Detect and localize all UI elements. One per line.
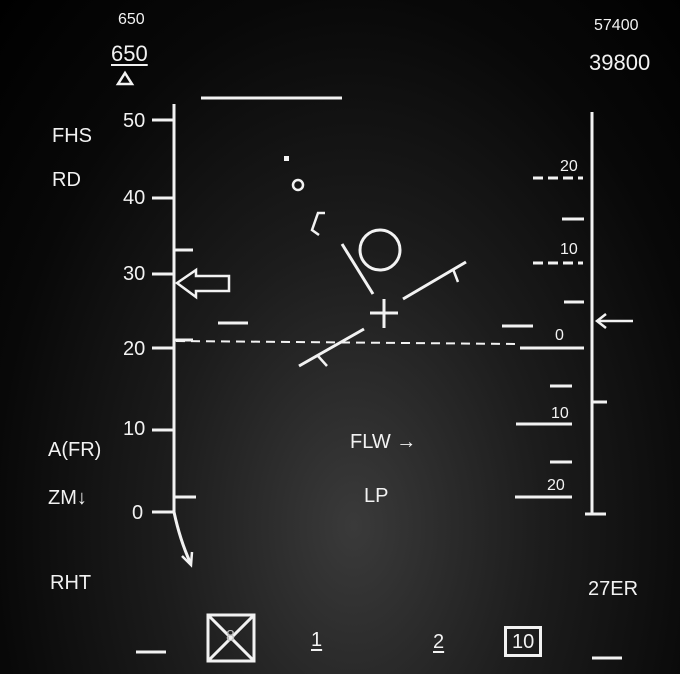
selected-airspeed: 650 [118, 11, 145, 28]
left-scale-label-30: 30 [123, 263, 146, 285]
pitch-line-lower-tick [317, 355, 328, 367]
speed-bug-triangle-icon [115, 70, 135, 86]
pitch-line-lower [298, 327, 365, 368]
left-scale-label-0: 0 [132, 502, 144, 524]
mode-zm-label: ZM [48, 487, 77, 509]
descent-arrow-head [181, 551, 194, 568]
zm-down-arrow-icon: ↓ [76, 487, 87, 509]
station-2: 2 [433, 631, 445, 653]
right-scale-label-10: 10 [560, 241, 578, 258]
station-1: 1 [311, 629, 323, 651]
station-10-selected: 10 [504, 626, 543, 657]
dashed-horizon [175, 340, 521, 345]
pitch-line-upper-tick [451, 268, 460, 283]
crossed-station-x [206, 613, 256, 663]
pitch-line-upper [402, 260, 467, 301]
mode-a-fr: A(FR) [48, 439, 102, 461]
left-pointer-arrow-icon [174, 267, 231, 300]
mode-lp: LP [364, 485, 389, 507]
steering-line [340, 243, 375, 295]
crossed-station-number: 8 [226, 628, 235, 645]
left-scale-label-50: 50 [123, 110, 146, 132]
dot-marker-icon [284, 156, 289, 161]
mode-flw: FLW → [350, 431, 417, 453]
selected-altitude: 57400 [594, 17, 639, 34]
right-scale-label-0: 0 [555, 327, 564, 344]
right-pointer-arrow-head [594, 313, 607, 329]
right-scale-label-10-lower: 10 [551, 405, 569, 422]
mode-zm: ZM↓ [48, 488, 87, 508]
right-scale-label-20-lower: 20 [547, 477, 565, 494]
right-scale-label-20: 20 [560, 158, 578, 175]
left-scale-label-40: 40 [123, 187, 146, 209]
left-scale-label-10: 10 [123, 418, 146, 440]
bracket-marker-icon [310, 211, 325, 237]
descent-arrow-icon [172, 511, 192, 563]
left-scale-label-20: 20 [123, 338, 146, 360]
mode-fhs: FHS [52, 125, 92, 147]
target-circle-icon [358, 228, 402, 272]
crossed-station-box [206, 613, 256, 663]
mode-rd: RD [52, 169, 81, 191]
current-airspeed: 650 [111, 41, 148, 66]
runway-label: 27ER [588, 578, 639, 600]
mode-rht: RHT [50, 572, 92, 594]
current-altitude: 39800 [589, 50, 651, 75]
small-circle-icon [291, 178, 305, 192]
